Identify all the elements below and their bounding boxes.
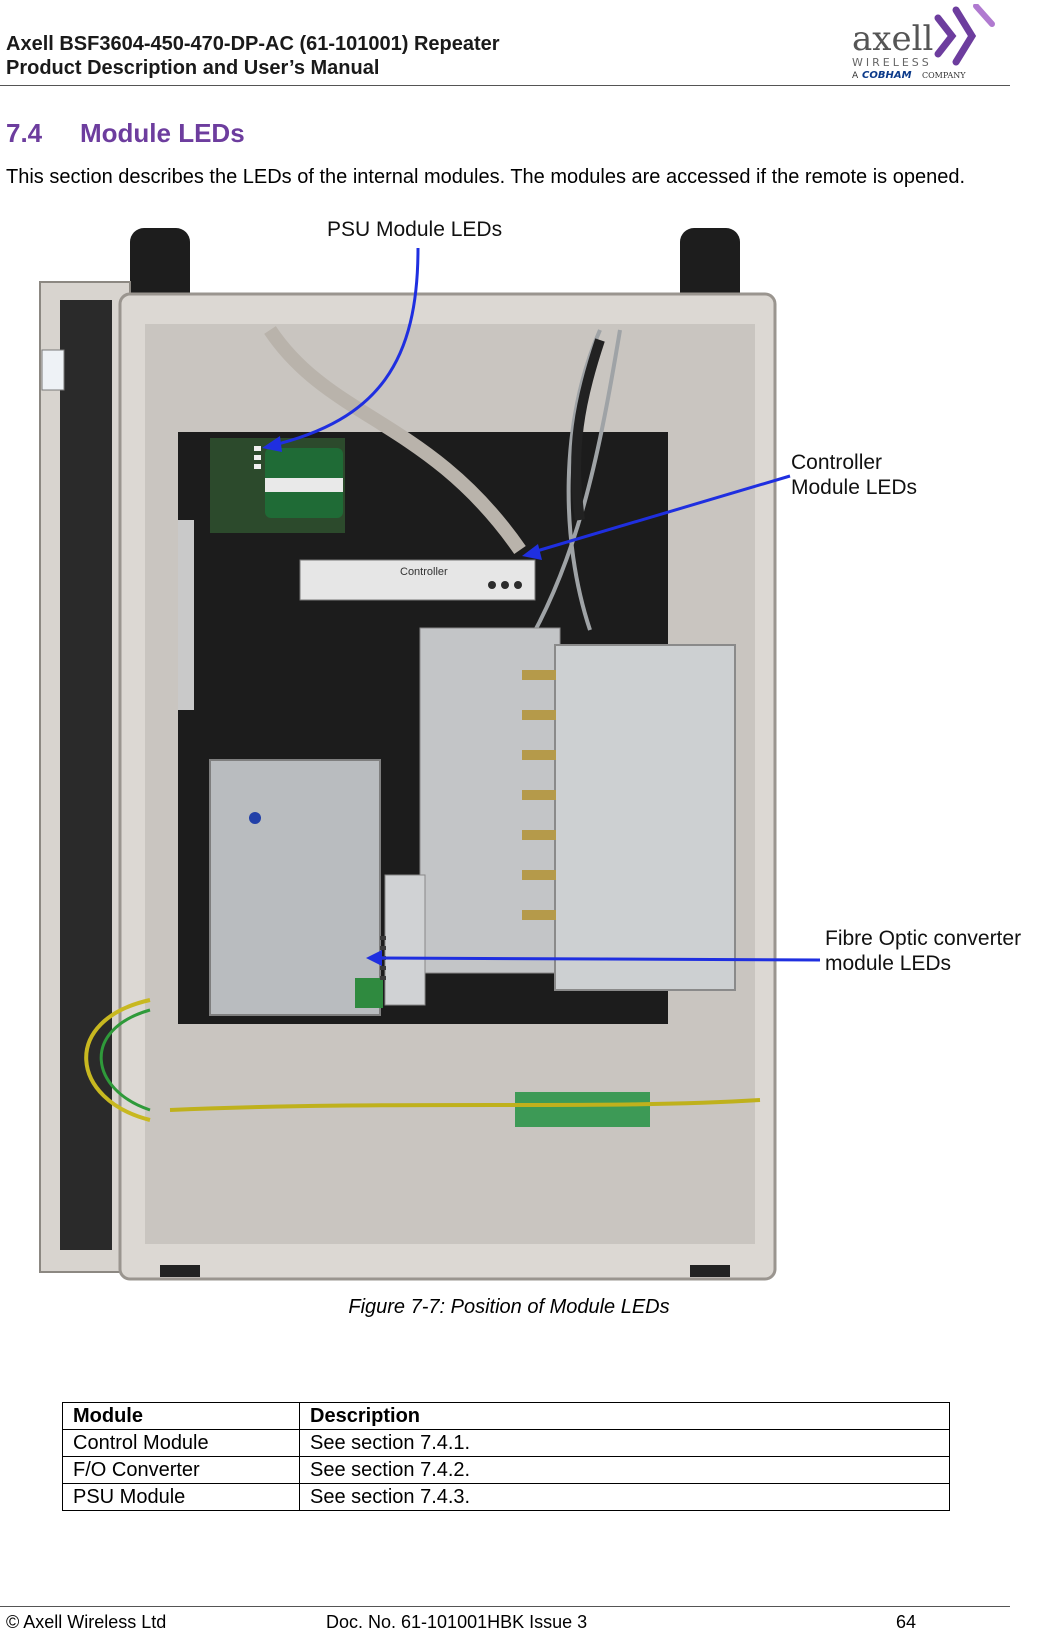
door-seal: [60, 300, 112, 1250]
fibre-module-case: [554, 644, 736, 991]
psu-callout-label: PSU Module LEDs: [327, 220, 502, 241]
footer-divider: [0, 1606, 1010, 1607]
din-rail: [178, 520, 194, 710]
controller-callout-arrow: [529, 474, 791, 555]
header-divider: [0, 85, 1010, 86]
psu-callout-arrow: [269, 247, 420, 448]
gray-cable: [264, 326, 526, 554]
description-cell: See section 7.4.1.: [299, 1429, 950, 1457]
module-cell: Control Module: [62, 1429, 300, 1457]
module-table: Module Description Control Module See se…: [62, 1402, 950, 1511]
fibre-callout-label-1: Fibre Optic converter: [825, 927, 1021, 950]
module-cell: F/O Converter: [62, 1456, 300, 1484]
fibre-callout-label-2: module LEDs: [825, 952, 951, 975]
axell-logo: axell WIRELESS A COBHAM COMPANY: [852, 4, 995, 81]
fibre-green-connector: [355, 978, 383, 1008]
rf-connectors: [522, 670, 556, 920]
arrowheads: [262, 436, 542, 966]
section-intro: This section describes the LEDs of the i…: [6, 166, 966, 188]
document-header-title: Axell BSF3604-450-470-DP-AC (61-101001) …: [6, 32, 500, 80]
module-cell: PSU Module: [62, 1483, 300, 1511]
header-module: Module: [62, 1402, 300, 1430]
controller-leds: [488, 581, 522, 589]
table-row: PSU Module See section 7.4.3.: [62, 1483, 950, 1511]
table-row: F/O Converter See section 7.4.2.: [62, 1456, 950, 1484]
logo-company: COMPANY: [922, 71, 966, 80]
door-label: [41, 349, 65, 391]
logo-chevron-3: [973, 4, 995, 27]
logo-wordmark: axell: [852, 19, 933, 59]
terminal-block: [515, 1092, 650, 1127]
footer-page-number: 64: [896, 1612, 917, 1632]
description-cell: See section 7.4.3.: [299, 1483, 950, 1511]
fibre-callout-arrow: [374, 956, 821, 962]
psu-leds: [254, 446, 261, 469]
header-line-2: Product Description and User’s Manual: [6, 57, 380, 79]
logo-chevron-1: [934, 14, 957, 58]
fibre-converter: [209, 759, 381, 1016]
controller-panel: [299, 559, 536, 601]
controller-panel-label: Controller: [400, 566, 448, 578]
table-row: Control Module See section 7.4.1.: [62, 1429, 950, 1457]
header-line-1: Axell BSF3604-450-470-DP-AC (61-101001) …: [6, 33, 500, 55]
controller-callout-label-2: Module LEDs: [791, 476, 917, 499]
controller-callout-label-1: Controller: [791, 451, 882, 474]
description-cell: See section 7.4.2.: [299, 1456, 950, 1484]
section-number: 7.4: [6, 118, 43, 148]
logo-subtitle: WIRELESS: [852, 56, 932, 69]
repeater-photo: Controller PSU Module LEDs Co: [39, 220, 1021, 1281]
footer-doc-number: Doc. No. 61-101001HBK Issue 3: [326, 1612, 588, 1632]
logo-a: A: [852, 71, 859, 81]
header-description: Description: [299, 1402, 950, 1430]
footer-copyright: © Axell Wireless Ltd: [6, 1612, 167, 1632]
callout-arrows: [269, 247, 821, 962]
section-title: Module LEDs: [80, 118, 245, 148]
section-heading: 7.4 Module LEDs: [6, 118, 245, 149]
logo-cobham: COBHAM: [862, 70, 912, 81]
logo-chevron-2: [952, 6, 977, 66]
table-header-row: Module Description: [62, 1402, 950, 1430]
figure-caption: Figure 7-7: Position of Module LEDs: [348, 1296, 670, 1318]
